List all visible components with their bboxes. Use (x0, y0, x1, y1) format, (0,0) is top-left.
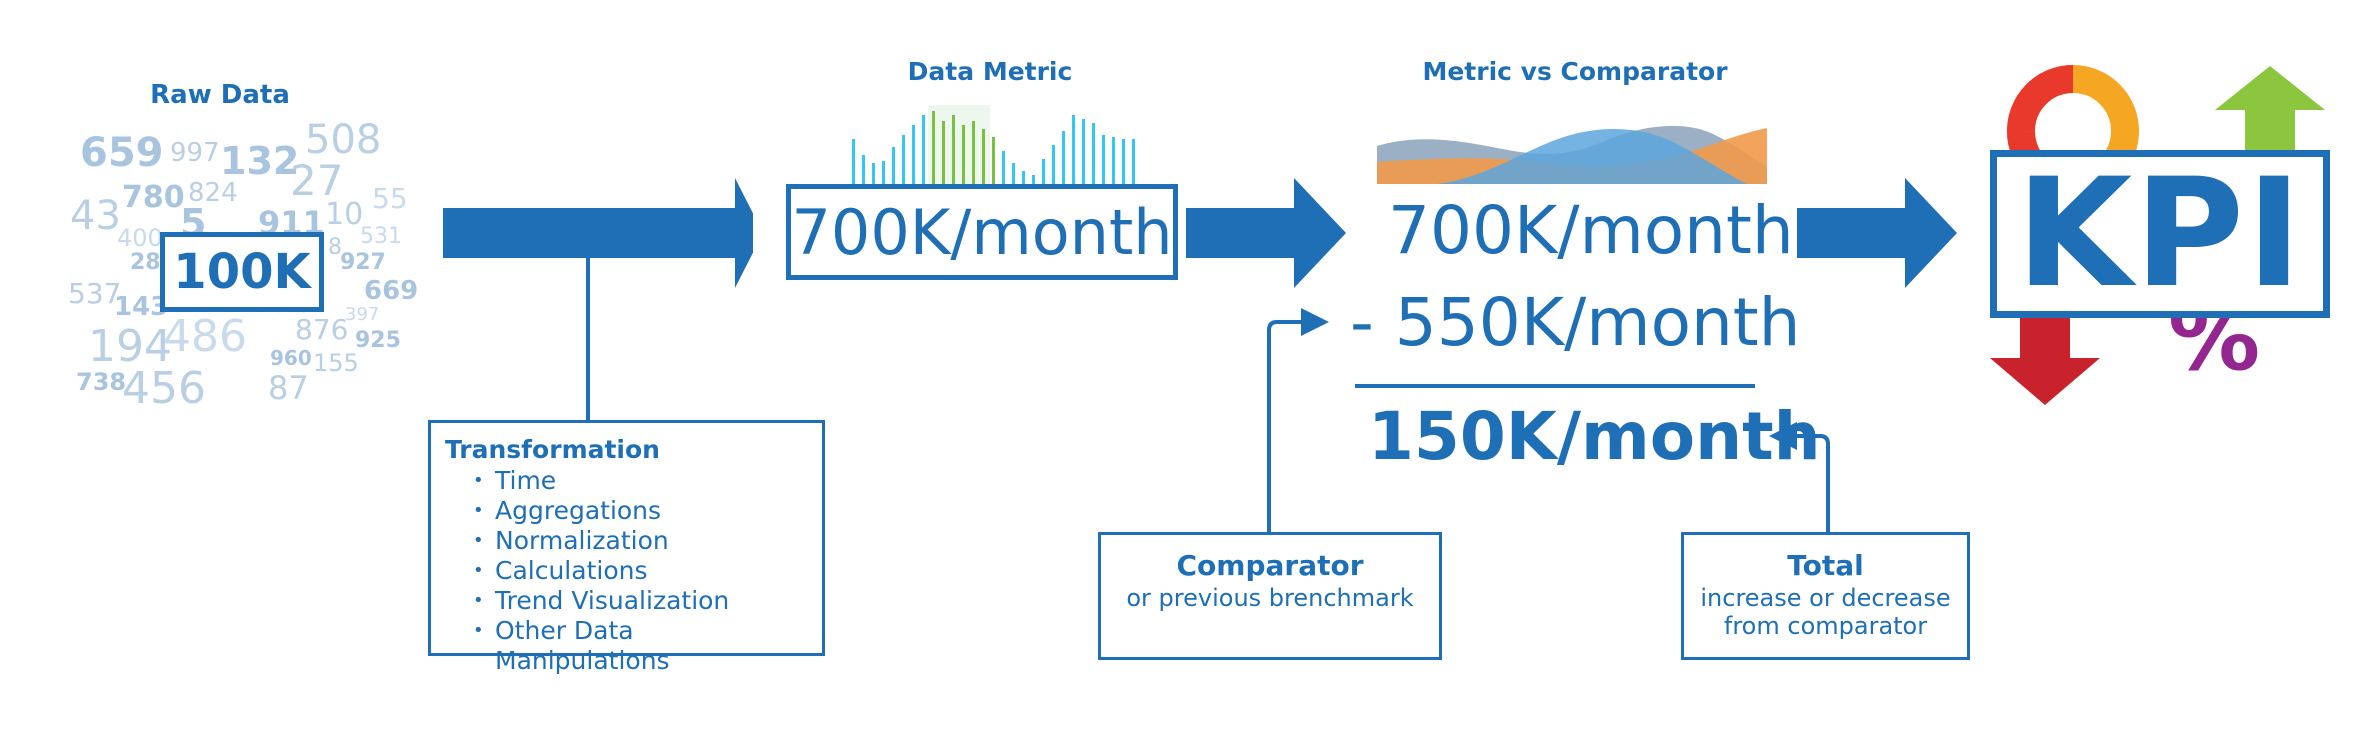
raw-number: 997 (170, 138, 220, 168)
raw-number: 155 (313, 349, 359, 377)
raw-number: 132 (220, 139, 300, 183)
raw-number: 87 (268, 369, 309, 407)
spark-bar (1022, 171, 1025, 185)
spark-bar (1052, 145, 1055, 185)
comparison-metric-value: 700K/month (1388, 192, 1794, 269)
data-metric-sparkbars (852, 105, 1135, 185)
spark-bar (892, 147, 895, 185)
spark-bar (1062, 131, 1065, 185)
comparator-subtitle: or previous brenchmark (1126, 584, 1414, 612)
spark-bar (882, 161, 885, 185)
spark-bar (952, 115, 955, 185)
raw-number: 537 (68, 277, 122, 310)
raw-number: 397 (345, 304, 380, 325)
spark-bar (1092, 123, 1095, 185)
total-callout: Total increase or decrease from comparat… (1681, 532, 1970, 660)
raw-number: 43 (70, 193, 121, 239)
spark-highlight (928, 105, 990, 185)
spark-bar (852, 139, 855, 185)
comparison-title: Metric vs Comparator (1422, 57, 1728, 86)
transformation-item: Time (473, 466, 808, 496)
raw-number: 925 (355, 328, 401, 353)
data-metric-title: Data Metric (907, 57, 1073, 86)
transformation-title: Transformation (445, 435, 660, 464)
spark-bar (1112, 137, 1115, 185)
raw-number: 659 (80, 130, 164, 176)
comparison-total-value: 150K/month (1368, 398, 1821, 475)
raw-number: 824 (188, 178, 238, 208)
raw-number: 143 (114, 292, 169, 322)
spark-bar (942, 121, 945, 185)
spark-bar (1042, 159, 1045, 185)
spark-bar (1002, 151, 1005, 185)
raw-number: 456 (122, 363, 206, 414)
spark-bar (1102, 135, 1105, 185)
transformation-item: Other Data Manipulations (473, 616, 808, 676)
transformation-item: Trend Visualization (473, 586, 808, 616)
raw-number: 55 (372, 182, 408, 215)
raw-number: 508 (305, 117, 382, 163)
raw-number: 876 (295, 313, 349, 346)
raw-number: 28 (130, 250, 161, 275)
transformation-callout: Transformation TimeAggregationsNormaliza… (428, 420, 825, 675)
spark-bar (912, 125, 915, 185)
transformation-item: Aggregations (473, 496, 808, 526)
raw-number: 960 (270, 346, 312, 370)
spark-bar (992, 137, 995, 185)
raw-data-title: Raw Data (150, 80, 290, 110)
spark-bar (982, 129, 985, 185)
up-arrow-icon (2215, 66, 2325, 166)
spark-bar (1082, 119, 1085, 185)
spark-bar (1122, 139, 1125, 185)
spark-bar (1072, 115, 1075, 185)
raw-number: 194 (88, 321, 172, 372)
total-title: Total (1787, 549, 1864, 582)
raw-number: 8 (328, 235, 342, 260)
spark-bar (872, 163, 875, 185)
curved-arrow-icon (1769, 422, 1830, 535)
spark-bar (1032, 175, 1035, 185)
comparison-comparator-value: - 550K/month (1350, 284, 1801, 361)
raw-number: 669 (364, 276, 419, 306)
spark-bar (1012, 163, 1015, 185)
curved-arrow-icon (1267, 308, 1329, 535)
kpi-box: KPI (1990, 150, 2330, 318)
spark-bar (1132, 139, 1135, 185)
transformation-connector (586, 255, 590, 423)
spark-bar (862, 155, 865, 185)
spark-bar (932, 111, 935, 185)
raw-number: 486 (163, 311, 247, 362)
raw-number: 738 (76, 368, 127, 396)
right-arrow-icon (443, 178, 753, 288)
spark-bar (962, 125, 965, 185)
transformation-item: Calculations (473, 556, 808, 586)
raw-number: 400 (117, 224, 163, 252)
down-arrow-icon (1990, 300, 2100, 405)
raw-number: 927 (340, 250, 386, 275)
data-metric-value-box: 700K/month (786, 184, 1178, 280)
raw-number: 10 (325, 197, 364, 232)
right-arrow-icon (1186, 178, 1346, 288)
comparison-divider (1355, 384, 1755, 388)
spark-bar (972, 121, 975, 185)
comparator-callout: Comparator or previous brenchmark (1098, 532, 1442, 660)
total-line-1: increase or decrease (1700, 584, 1951, 612)
comparator-title: Comparator (1176, 549, 1364, 582)
raw-data-highlight: 100K (160, 232, 324, 312)
transformation-item: Normalization (473, 526, 808, 556)
transformation-list: TimeAggregationsNormalizationCalculation… (445, 466, 808, 676)
raw-number: 780 (122, 180, 185, 215)
raw-number: 531 (360, 224, 402, 249)
total-line-2: from comparator (1723, 612, 1928, 640)
spark-bar (922, 115, 925, 185)
right-arrow-icon (1797, 178, 1957, 288)
raw-number: 27 (290, 156, 344, 205)
spark-bar (902, 135, 905, 185)
comparison-area-chart (1377, 125, 1767, 184)
